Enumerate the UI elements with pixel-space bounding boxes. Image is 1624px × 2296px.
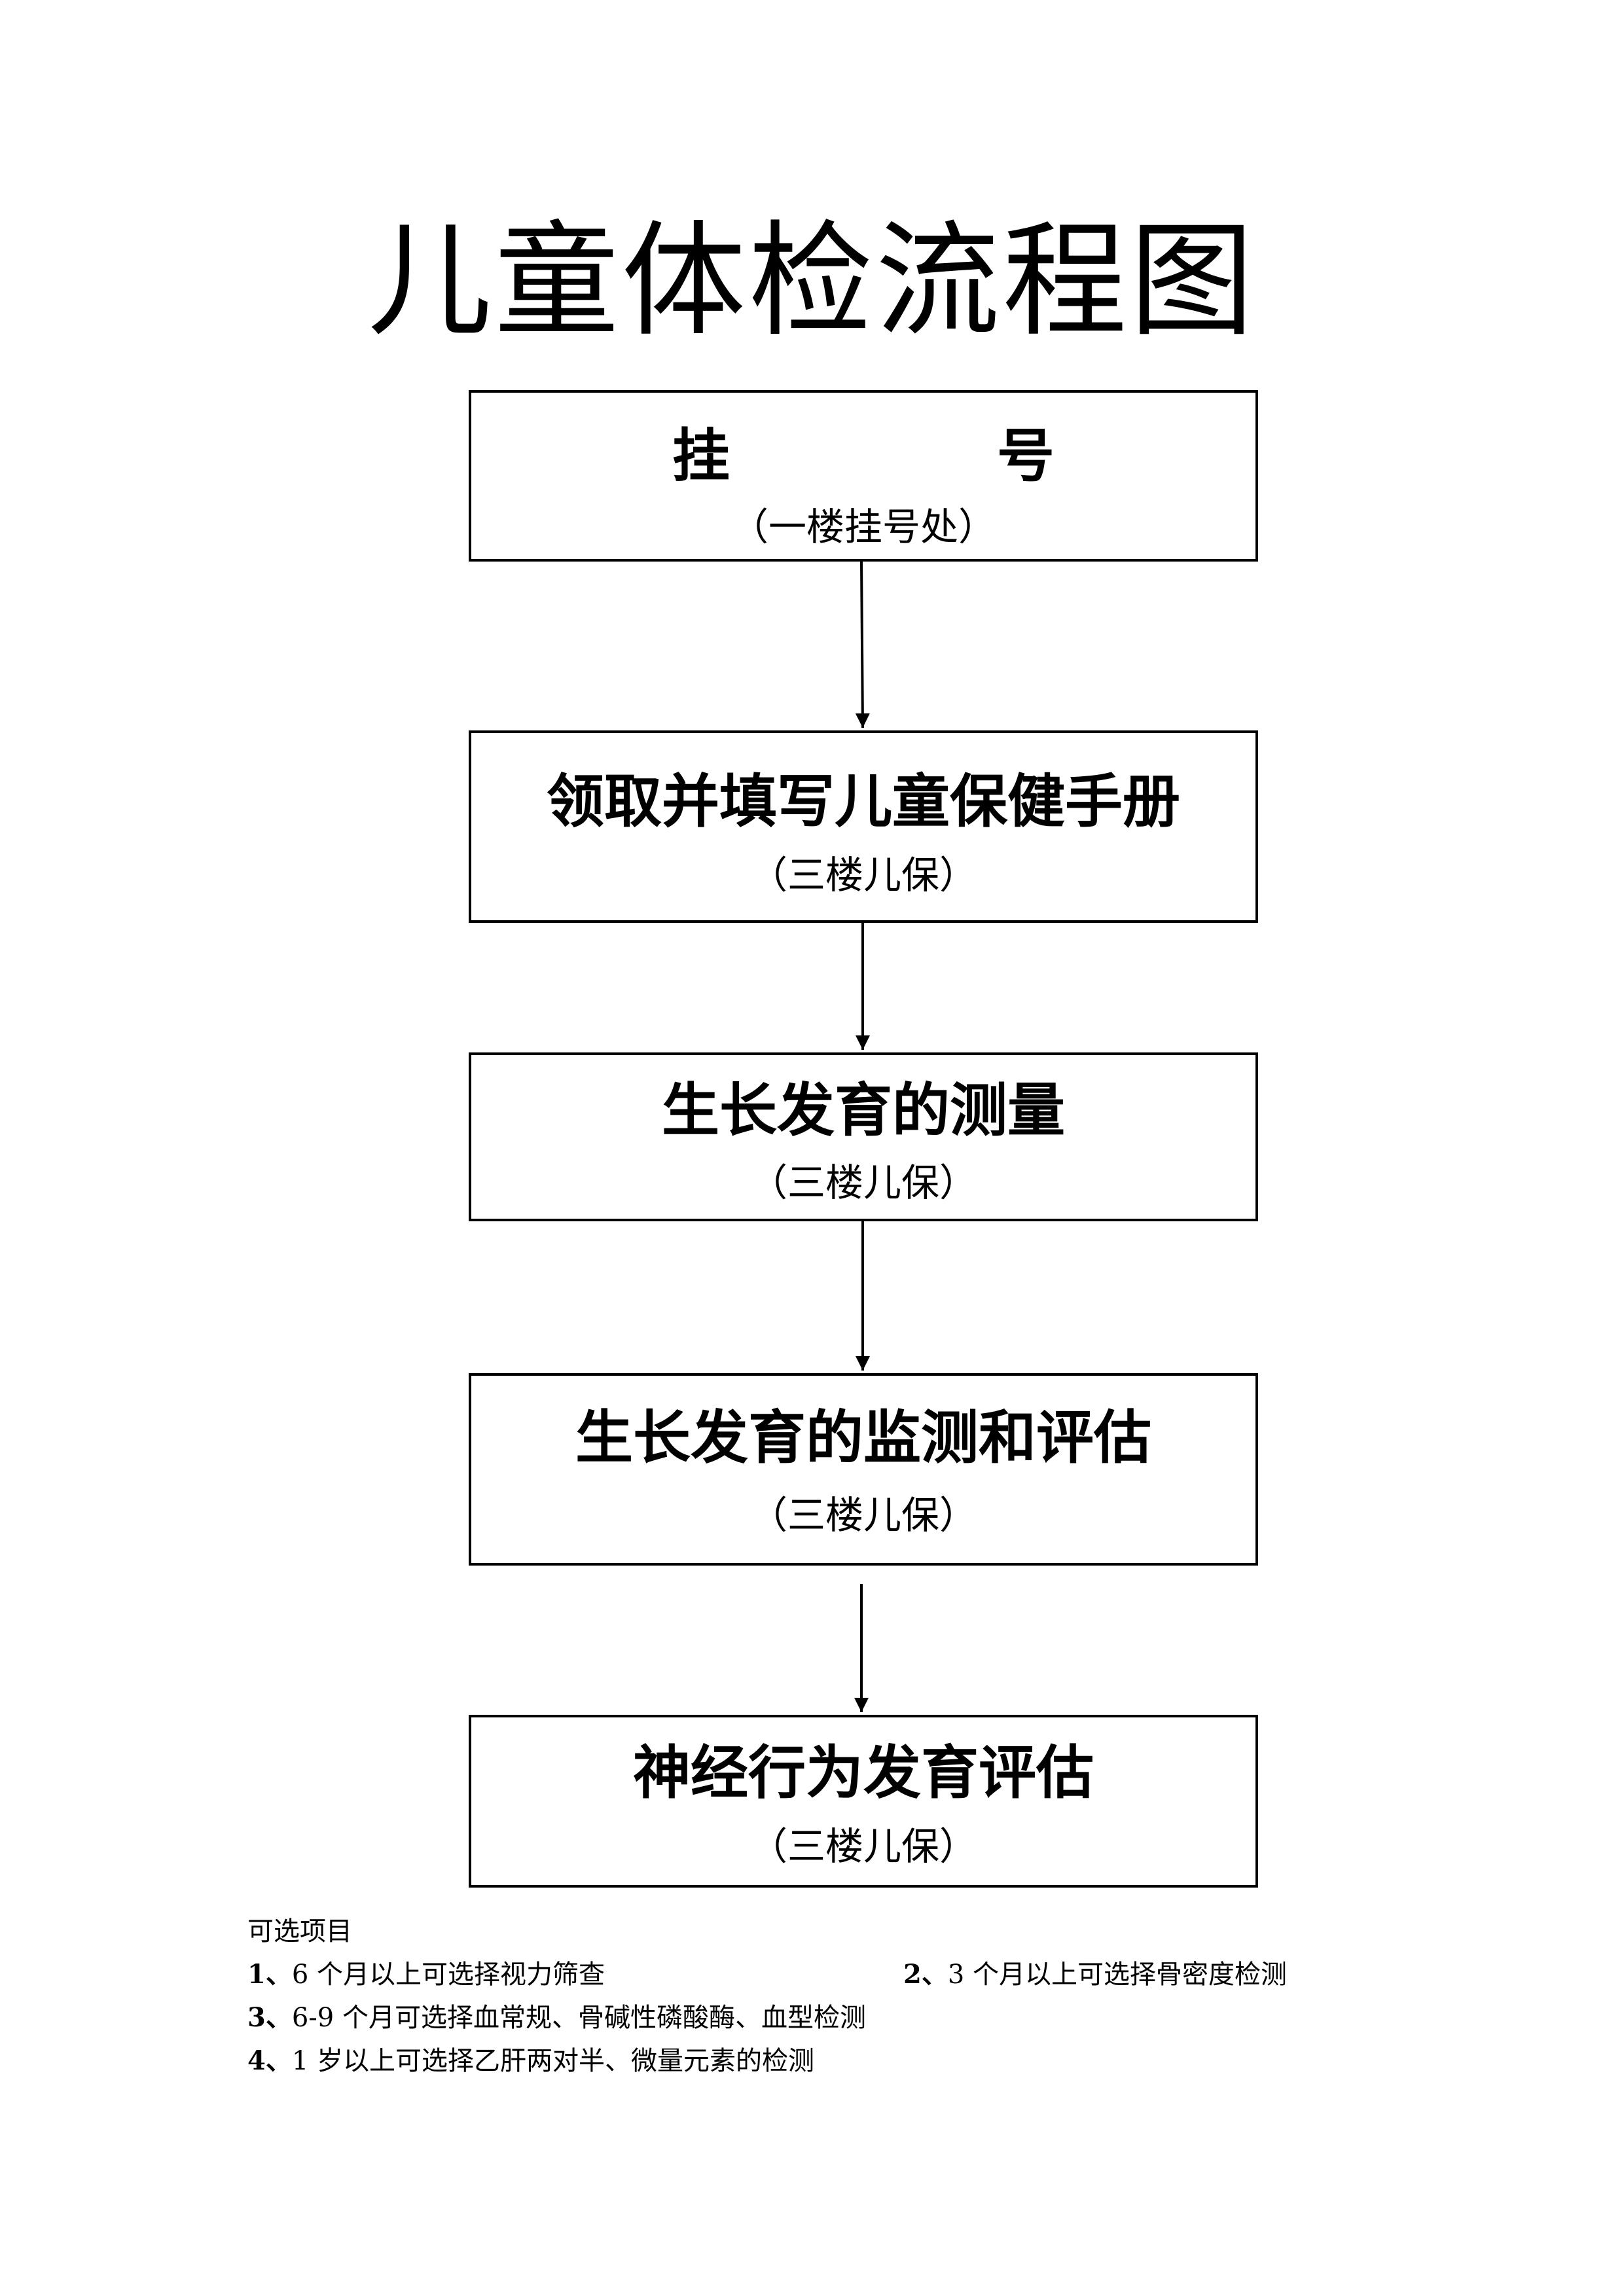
step-title: 生长发育的测量 xyxy=(661,1077,1065,1144)
item-right: 2、3 个月以上可选择骨密度检测 xyxy=(903,1959,1288,1990)
step-location: （三楼儿保） xyxy=(749,853,977,897)
step-location: （三楼儿保） xyxy=(749,1493,977,1537)
step-box-registration: 挂 号 （一楼挂号处） xyxy=(469,390,1258,562)
step-location: （三楼儿保） xyxy=(749,1160,977,1205)
list-item: 1、6 个月以上可选择视力筛查 2、3 个月以上可选择骨密度检测 xyxy=(247,1953,1458,1996)
step-title: 神经行为发育评估 xyxy=(632,1739,1094,1806)
step-title: 生长发育的监测和评估 xyxy=(575,1404,1151,1471)
optional-heading: 可选项目 xyxy=(247,1916,352,1946)
step-box-handbook: 领取并填写儿童保健手册 （三楼儿保） xyxy=(469,730,1258,923)
step-location: （一楼挂号处） xyxy=(730,505,996,549)
arrow-1-2 xyxy=(855,561,870,728)
step-box-neuro: 神经行为发育评估 （三楼儿保） xyxy=(469,1715,1258,1888)
step-box-measurement: 生长发育的测量 （三楼儿保） xyxy=(469,1052,1258,1221)
step-title: 领取并填写儿童保健手册 xyxy=(546,768,1180,835)
step-box-monitoring: 生长发育的监测和评估 （三楼儿保） xyxy=(469,1373,1258,1566)
step-title: 挂 号 xyxy=(672,422,1159,490)
page-title: 儿童体检流程图 xyxy=(367,209,1257,353)
step-location: （三楼儿保） xyxy=(749,1824,977,1869)
optional-items: 可选项目 1、6 个月以上可选择视力筛查 2、3 个月以上可选择骨密度检测 3、… xyxy=(247,1910,1458,2083)
item-left: 1、6 个月以上可选择视力筛查 xyxy=(247,1959,605,1990)
list-item: 3、6-9 个月可选择血常规、骨碱性磷酸酶、血型检测 xyxy=(247,2002,866,2033)
list-item: 4、1 岁以上可选择乙肝两对半、微量元素的检测 xyxy=(247,2045,815,2076)
